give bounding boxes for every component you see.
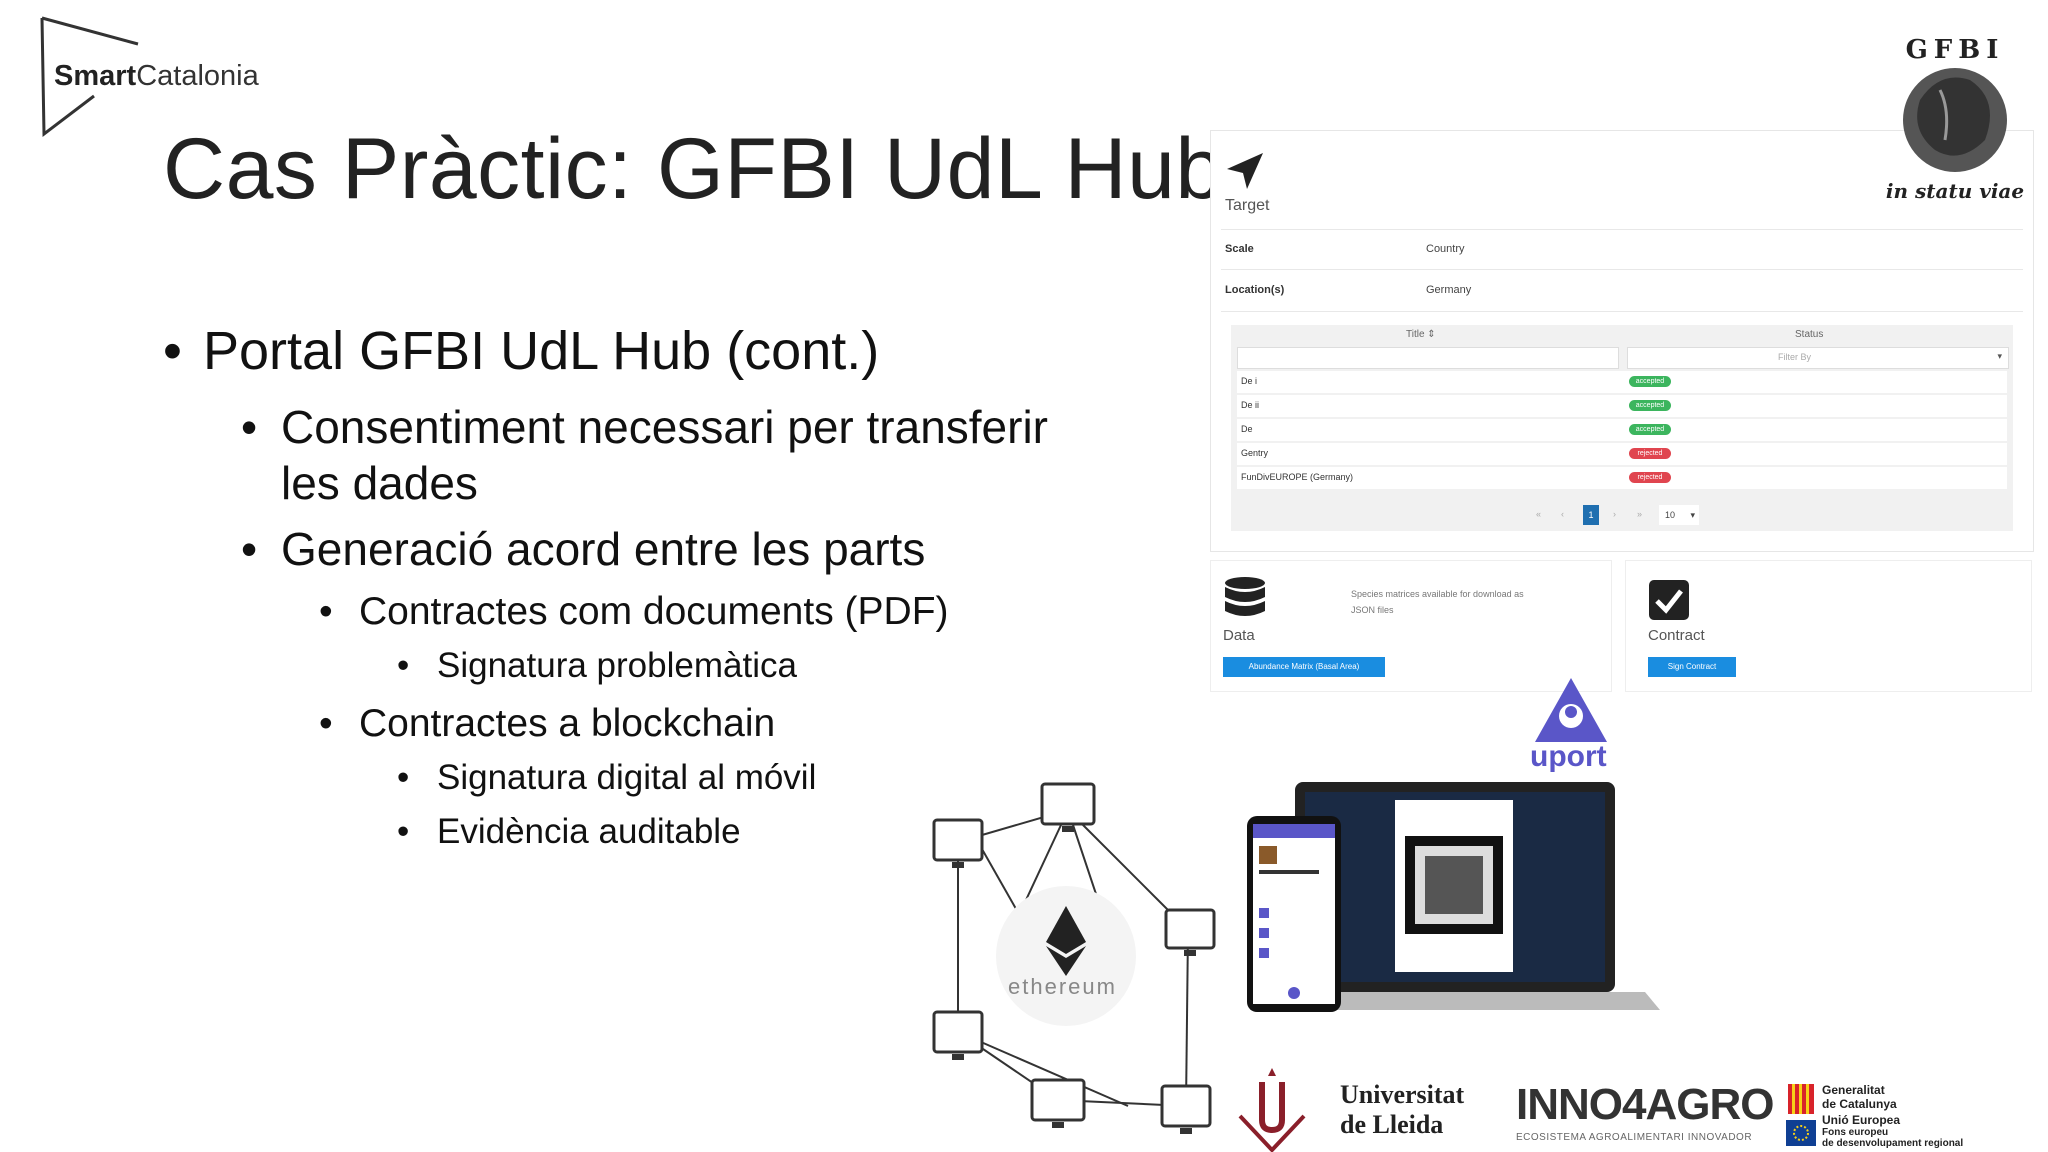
contract-label: Contract — [1648, 627, 1705, 644]
row-title: Gentry — [1241, 448, 1269, 458]
status-badge: accepted — [1629, 400, 1671, 411]
table-row[interactable]: Gentry rejected — [1237, 443, 2007, 465]
data-description-line2: JSON files — [1351, 605, 1394, 615]
location-value: Germany — [1426, 284, 1472, 296]
laptop-phone-illustration — [1247, 782, 1660, 1012]
pagination-current-page[interactable]: 1 — [1583, 505, 1599, 525]
checkbox-checked-icon — [1649, 580, 1689, 620]
target-label: Target — [1225, 197, 1270, 214]
pagination-first-icon[interactable]: « — [1536, 509, 1542, 519]
row-title: FunDivEUROPE (Germany) — [1241, 472, 1354, 482]
row-title: De ii — [1241, 400, 1260, 410]
title-filter-input[interactable] — [1237, 347, 1619, 369]
bullet-level1: •Portal GFBI UdL Hub (cont.) — [163, 321, 880, 381]
ethereum-label: ethereum — [1008, 974, 1117, 999]
pagination-next-icon[interactable]: › — [1613, 509, 1616, 519]
bullet-level4-auditable: •Evidència auditable — [397, 812, 741, 851]
generalitat-eu-text: Generalitat de Catalunya Unió Europea Fo… — [1822, 1083, 1964, 1149]
bullet-level3-blockchain: •Contractes a blockchain — [319, 702, 776, 745]
bullet-level2-consent: •Consentiment necessari per transferir — [241, 401, 1048, 453]
download-matrix-button[interactable]: Abundance Matrix (Basal Area) — [1223, 657, 1385, 677]
bullet-level4-signature: •Signatura problemàtica — [397, 646, 797, 685]
udl-logo — [1238, 1068, 1306, 1152]
scale-value: Country — [1426, 243, 1465, 255]
ethereum-network-diagram — [932, 782, 1216, 1134]
generalitat-eu-flags — [1786, 1084, 1816, 1146]
uport-logo — [1535, 678, 1607, 742]
status-badge: rejected — [1629, 448, 1671, 459]
smartcatalonia-logo-text: SmartCatalonia — [54, 60, 259, 92]
location-label: Location(s) — [1225, 284, 1285, 296]
bullet-level3-pdf: •Contractes com documents (PDF) — [319, 590, 949, 633]
scale-label: Scale — [1225, 243, 1254, 255]
computer-node-icon — [932, 782, 1216, 1134]
contract-card: Contract Sign Contract — [1625, 560, 2032, 692]
smartcatalonia-logo — [40, 16, 139, 137]
svg-text:in statu viae: in statu viae — [1886, 179, 2024, 203]
status-filter-select[interactable]: Filter By ▾ — [1627, 347, 2009, 369]
portal-screenshot: Target Scale Country Location(s) Germany… — [1210, 130, 2034, 552]
pagination-last-icon[interactable]: » — [1637, 509, 1643, 519]
data-label: Data — [1223, 627, 1255, 644]
column-header-status: Status — [1795, 329, 1824, 340]
bullet-level2-consent-cont: les dades — [281, 457, 478, 509]
inno4agro-subtitle: ECOSISTEMA AGROALIMENTARI INNOVADOR — [1516, 1132, 1753, 1143]
page-size-select[interactable]: 10▾ — [1659, 505, 1699, 525]
navigation-arrow-icon — [1227, 153, 1263, 189]
status-badge: rejected — [1629, 472, 1671, 483]
column-header-title[interactable]: Title ⇕ — [1406, 329, 1436, 340]
row-title: De — [1241, 424, 1253, 434]
uport-label: uport — [1530, 740, 1607, 773]
bullet-level2-agreement: •Generació acord entre les parts — [241, 523, 926, 575]
svg-text:GFBI: GFBI — [1906, 35, 2005, 65]
table-row[interactable]: De i accepted — [1237, 371, 2007, 393]
status-badge: accepted — [1629, 424, 1671, 435]
gfbi-logo: GFBI in statu viae — [1886, 35, 2024, 203]
bullet-level4-mobile: •Signatura digital al móvil — [397, 758, 817, 797]
database-icon — [1225, 577, 1265, 616]
pagination-prev-icon[interactable]: ‹ — [1561, 509, 1564, 519]
data-card: Data Species matrices available for down… — [1210, 560, 1612, 692]
row-title: De i — [1241, 376, 1258, 386]
table-row[interactable]: De accepted — [1237, 419, 2007, 441]
table-row[interactable]: De ii accepted — [1237, 395, 2007, 417]
inno4agro-logo: INNO4AGRO — [1516, 1080, 1774, 1129]
table-row[interactable]: FunDivEUROPE (Germany) rejected — [1237, 467, 2007, 489]
status-badge: accepted — [1629, 376, 1671, 387]
sign-contract-button[interactable]: Sign Contract — [1648, 657, 1736, 677]
slide-title: Cas Pràctic: GFBI UdL Hub — [163, 121, 1224, 217]
data-description-line1: Species matrices available for download … — [1351, 589, 1524, 599]
chevron-down-icon: ▾ — [1997, 351, 2002, 361]
